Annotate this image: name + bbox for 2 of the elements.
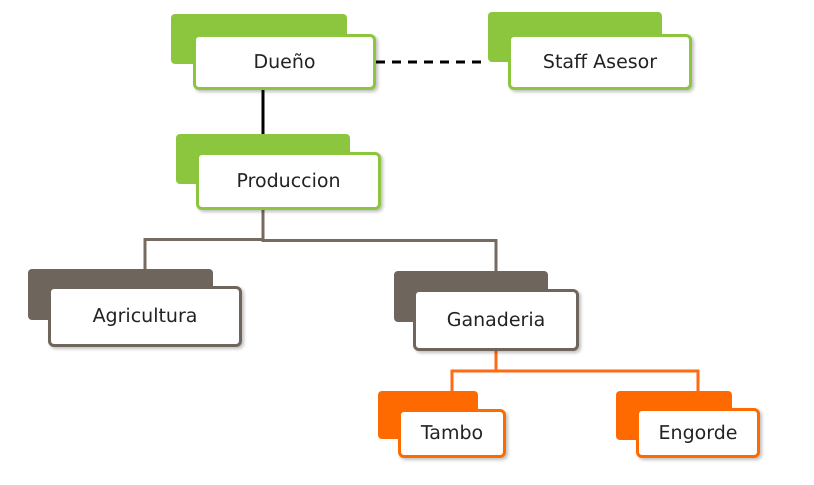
connector-line [262,90,264,134]
connector-line [494,351,700,391]
